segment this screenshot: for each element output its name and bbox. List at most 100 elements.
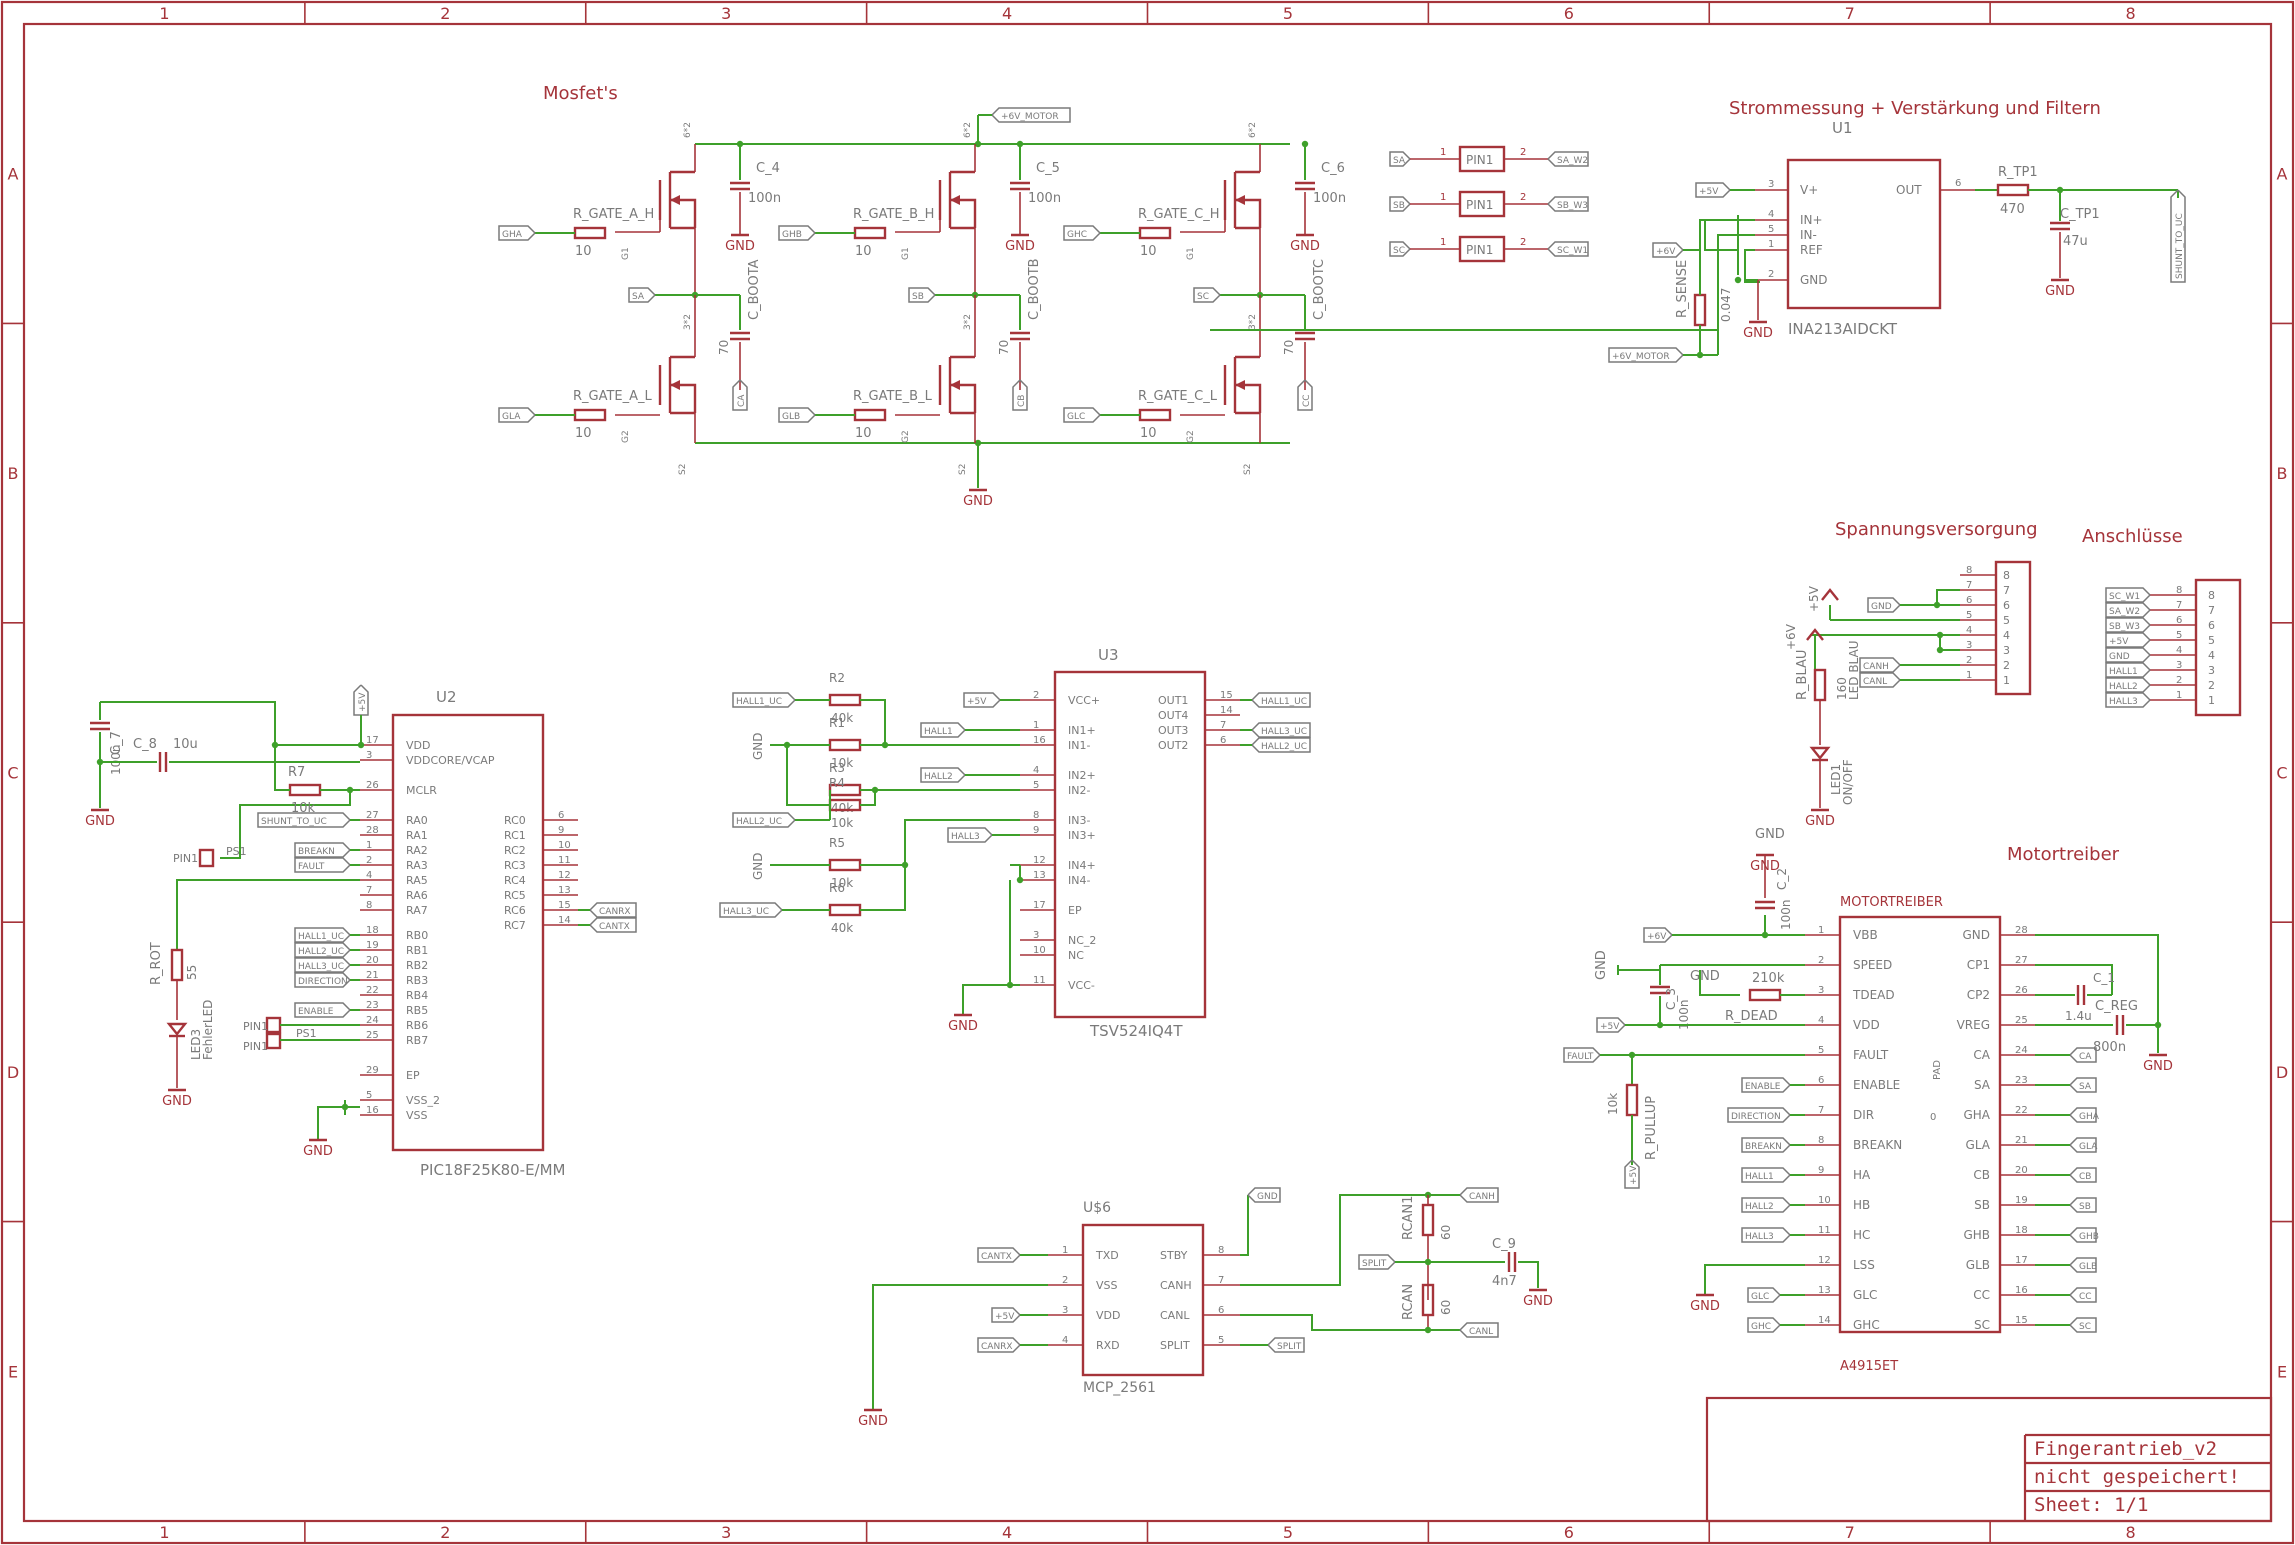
led-symbol — [166, 1022, 188, 1036]
led1-name: LED1 — [1829, 764, 1843, 795]
supply-header-body — [1994, 560, 2032, 696]
net-label-text: SC — [1393, 246, 1405, 256]
net-label — [294, 942, 351, 958]
wire — [100, 701, 360, 746]
wire — [1744, 280, 1760, 283]
net-label-text: HALL1 — [924, 727, 953, 737]
net-label — [1859, 657, 1901, 673]
net-label — [1747, 1287, 1781, 1303]
mcu-pin-number: 27 — [366, 810, 379, 821]
can-pin-number: 6 — [1218, 1305, 1224, 1316]
pin-label: G1 — [901, 247, 911, 260]
opamp-pin-number: 1 — [1033, 720, 1039, 731]
driver-pin-number: 19 — [2015, 1195, 2028, 1206]
net-label-text: HALL1_UC — [1261, 697, 1307, 707]
net-label — [1267, 1337, 1305, 1353]
gate-resistor-low — [853, 408, 887, 422]
can-pin-name: VDD — [1096, 1309, 1120, 1322]
gate-resistor-low-name: R_GATE_C_L — [1138, 389, 1218, 404]
header-pin-number: 1 — [1966, 670, 1972, 681]
rcan1-name: RCAN1 — [1401, 1196, 1416, 1240]
column-label: 8 — [2125, 1523, 2135, 1542]
mcu-pin-number: 24 — [366, 1015, 379, 1026]
net-label-text: SB_W3 — [1557, 201, 1588, 211]
ic-value: PIC18F25K80-E/MM — [420, 1161, 566, 1179]
ic-pin-name: IN+ — [1800, 213, 1823, 227]
mcu-pin-name: RB5 — [406, 1004, 428, 1017]
net-label-text: FAULT — [298, 862, 325, 872]
driver-pin-name: CP1 — [1967, 958, 1990, 972]
ic-pin-number: 2 — [1768, 269, 1774, 280]
column-label: 5 — [1283, 1523, 1293, 1542]
gate-resistor-low-name: R_GATE_A_L — [573, 389, 653, 404]
net-label-text: CB — [1017, 395, 1027, 407]
mcu-pin-number: 12 — [558, 870, 571, 881]
led3-label: FehlerLED — [201, 1000, 215, 1060]
title-block: Fingerantrieb_v2 nicht gespeichert! Shee… — [1705, 1396, 2273, 1523]
driver-pin-name: GHA — [1963, 1108, 1990, 1122]
junction-dot — [357, 741, 365, 749]
heading-supply: Spannungsversorgung — [1835, 519, 2038, 540]
opamp-pin-number: 14 — [1220, 705, 1233, 716]
header-pin-number: 3 — [1966, 640, 1972, 651]
rcan-value: 60 — [1439, 1300, 1453, 1315]
mcu-pin-number: 3 — [366, 750, 372, 761]
column-label: 6 — [1564, 4, 1574, 23]
net-label-text: SC_W1 — [1557, 246, 1588, 256]
net-label — [1193, 287, 1221, 303]
header-pin-number: 2 — [1966, 655, 1972, 666]
pullup-name: R_PULLUP — [1644, 1096, 1659, 1160]
opamp-pin-name: EP — [1068, 904, 1082, 917]
net-label — [908, 287, 936, 303]
net-label-text: SA — [1393, 156, 1406, 166]
mcu-pin-number: 15 — [558, 900, 571, 911]
row-label: A — [2277, 165, 2288, 184]
bulk-cap-value: 100n — [1313, 191, 1346, 206]
mclr-resistor — [288, 783, 322, 797]
net-label — [2105, 677, 2151, 693]
net-label — [1251, 692, 1311, 708]
gate-resistor-high-value: 10 — [1140, 244, 1157, 259]
junction-dot — [341, 1103, 349, 1111]
net-label-text: GHB — [782, 230, 802, 240]
pin-label: S2 — [678, 464, 688, 475]
mcu-pin-name: RB1 — [406, 944, 428, 957]
wire — [1704, 215, 1755, 251]
mcu-pin-number: 8 — [366, 900, 372, 911]
can-pin-number: 5 — [1218, 1335, 1224, 1346]
driver-pin-name: SA — [1974, 1078, 1991, 1092]
pin-label: G1 — [621, 247, 631, 260]
ic-name: U1 — [1832, 119, 1853, 137]
connector-section: 88SC_W177SA_W266SB_W355+5V44GND33HALL122… — [2105, 578, 2242, 717]
boot-cap-value: 70 — [1282, 340, 1296, 355]
net-label-text: SA_W2 — [1557, 156, 1588, 166]
boot-cap-name: C_BOOTC — [1312, 259, 1327, 320]
wire — [2035, 934, 2159, 1053]
wire — [1699, 219, 1705, 295]
resistor-value: 10k — [831, 816, 853, 830]
cap-c1-name: C_1 — [2093, 971, 2115, 985]
gnd-label: GND — [725, 239, 755, 254]
net-label-text: CANRX — [599, 907, 631, 917]
mcu-pin-name: MCLR — [406, 784, 437, 797]
mcu-pin-number: 20 — [366, 955, 379, 966]
mcu-pin-number: 5 — [366, 1090, 372, 1101]
can-ic-body — [1081, 1223, 1205, 1377]
pin-label: G1 — [1186, 247, 1196, 260]
led-resistor — [170, 948, 184, 982]
pin-label: G2 — [1186, 430, 1196, 443]
driver-pin-number: 1 — [1818, 925, 1824, 936]
opamp-pin-number: 16 — [1033, 735, 1046, 746]
test-pin-label: PS1 — [226, 845, 247, 858]
net-label-text: +5V — [1699, 187, 1719, 197]
feedback-resistor — [828, 693, 862, 707]
net-label-text: GHC — [1751, 1322, 1771, 1332]
net-label-text: SC — [1197, 292, 1209, 302]
led1-label2: ON/OFF — [1841, 759, 1855, 805]
mcu-pin-name: RC4 — [504, 874, 526, 887]
gate-resistor-low-value: 10 — [575, 426, 592, 441]
mcu-pin-number: 1 — [366, 840, 372, 851]
cap-c7-value: 100n — [109, 744, 123, 775]
